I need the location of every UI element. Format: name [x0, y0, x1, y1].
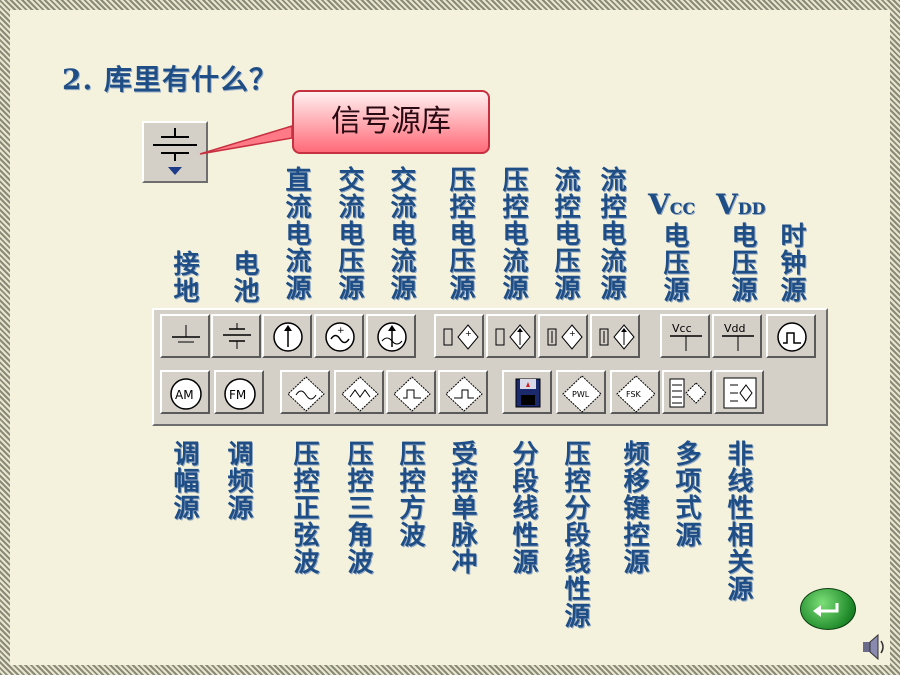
- vdd-source-button[interactable]: Vdd: [712, 314, 762, 358]
- label-vccs: 压控电流源: [498, 166, 528, 301]
- vdd-source-icon: Vdd: [722, 322, 754, 351]
- label-vdd: VDD: [716, 188, 766, 221]
- polynomial-source-button[interactable]: [662, 370, 712, 414]
- label-dc-current-source: 直流电流源: [281, 166, 311, 301]
- ground-button[interactable]: [160, 314, 210, 358]
- controlled-pulse-icon: [445, 376, 483, 412]
- label-vc-pwl: 压控分段线性源: [560, 440, 590, 629]
- label-ac-voltage-source: 交流电压源: [334, 166, 364, 301]
- vccs-icon: [495, 324, 531, 350]
- label-pwl-source: 分段线性源: [508, 440, 538, 575]
- label-cccs: 流控电流源: [596, 166, 626, 301]
- chevron-down-icon: [168, 167, 182, 175]
- ground-icon: [172, 325, 200, 343]
- svg-text:AM: AM: [175, 388, 194, 402]
- return-arrow-icon: [813, 603, 839, 617]
- label-battery: 电池: [229, 250, 259, 304]
- vc-square-icon: [393, 376, 431, 412]
- signal-source-toolbar: + + + Vcc Vdd AM FM PWL: [152, 308, 828, 426]
- ac-current-source-icon: [377, 322, 407, 352]
- vc-pwl-icon: PWL: [562, 375, 602, 413]
- label-controlled-pulse: 受控单脉冲: [447, 440, 477, 575]
- label-vc-square: 压控方波: [395, 440, 425, 548]
- return-button[interactable]: [800, 588, 856, 630]
- ac-current-source-button[interactable]: [366, 314, 416, 358]
- label-vcc-voltage-source: 电压源: [659, 222, 689, 303]
- ac-voltage-source-icon: +: [325, 322, 355, 352]
- vc-triangle-icon: [341, 376, 379, 412]
- vccs-button[interactable]: [486, 314, 536, 358]
- vcvs-button[interactable]: +: [434, 314, 484, 358]
- svg-text:+: +: [337, 326, 345, 336]
- vc-pwl-button[interactable]: PWL: [556, 370, 606, 414]
- label-vc-sine: 压控正弦波: [289, 440, 319, 575]
- label-ac-current-source: 交流电流源: [386, 166, 416, 301]
- am-source-icon: AM: [170, 378, 202, 410]
- svg-text:FM: FM: [229, 388, 246, 402]
- svg-text:PWL: PWL: [572, 390, 590, 399]
- svg-text:Vdd: Vdd: [724, 322, 746, 335]
- fsk-source-button[interactable]: FSK: [610, 370, 660, 414]
- dc-current-source-icon: [273, 322, 303, 352]
- page-title: 2. 库里有什么？: [62, 63, 278, 96]
- vcvs-icon: +: [443, 324, 479, 350]
- vc-sine-button[interactable]: [280, 370, 330, 414]
- cccs-icon: [599, 324, 635, 350]
- svg-text:+: +: [569, 329, 576, 338]
- label-clock-source: 时钟源: [776, 222, 806, 303]
- controlled-pulse-button[interactable]: [438, 370, 488, 414]
- clock-source-icon: [777, 322, 807, 352]
- label-vdd-voltage-source: 电压源: [727, 222, 757, 303]
- label-nonlinear-source: 非线性相关源: [723, 440, 753, 602]
- clock-source-button[interactable]: [766, 314, 816, 358]
- label-fm-source: 调频源: [223, 440, 253, 521]
- cccs-button[interactable]: [590, 314, 640, 358]
- battery-button[interactable]: [211, 314, 261, 358]
- callout-signal-source-library: 信号源库: [292, 90, 490, 154]
- nonlinear-source-button[interactable]: [714, 370, 764, 414]
- vc-triangle-button[interactable]: [334, 370, 384, 414]
- svg-text:+: +: [465, 329, 472, 338]
- fm-source-button[interactable]: FM: [214, 370, 264, 414]
- label-fsk-source: 频移键控源: [619, 440, 649, 575]
- dc-current-source-button[interactable]: [262, 314, 312, 358]
- fsk-source-icon: FSK: [616, 375, 656, 413]
- label-vcc: VCC: [648, 188, 696, 221]
- signal-source-library-button[interactable]: [142, 121, 208, 183]
- ccvs-icon: +: [547, 324, 583, 350]
- vcc-source-icon: Vcc: [670, 322, 702, 351]
- nonlinear-source-icon: [723, 377, 757, 409]
- battery-icon: [153, 128, 197, 175]
- svg-text:Vcc: Vcc: [672, 322, 692, 335]
- label-vcvs: 压控电压源: [445, 166, 475, 301]
- pwl-source-button[interactable]: [502, 370, 552, 414]
- label-ccvs: 流控电压源: [550, 166, 580, 301]
- battery-icon: [223, 323, 251, 349]
- label-ground: 接地: [169, 250, 199, 304]
- speaker-icon[interactable]: [860, 632, 888, 666]
- svg-text:FSK: FSK: [626, 390, 642, 399]
- pwl-source-icon: [515, 378, 541, 408]
- vc-square-button[interactable]: [386, 370, 436, 414]
- label-am-source: 调幅源: [169, 440, 199, 521]
- fm-source-icon: FM: [224, 378, 256, 410]
- am-source-button[interactable]: AM: [160, 370, 210, 414]
- vc-sine-icon: [287, 376, 325, 412]
- ccvs-button[interactable]: +: [538, 314, 588, 358]
- vcc-source-button[interactable]: Vcc: [660, 314, 710, 358]
- label-vc-triangle: 压控三角波: [343, 440, 373, 575]
- ac-voltage-source-button[interactable]: +: [314, 314, 364, 358]
- label-polynomial-source: 多项式源: [671, 440, 701, 548]
- polynomial-source-icon: [669, 378, 707, 408]
